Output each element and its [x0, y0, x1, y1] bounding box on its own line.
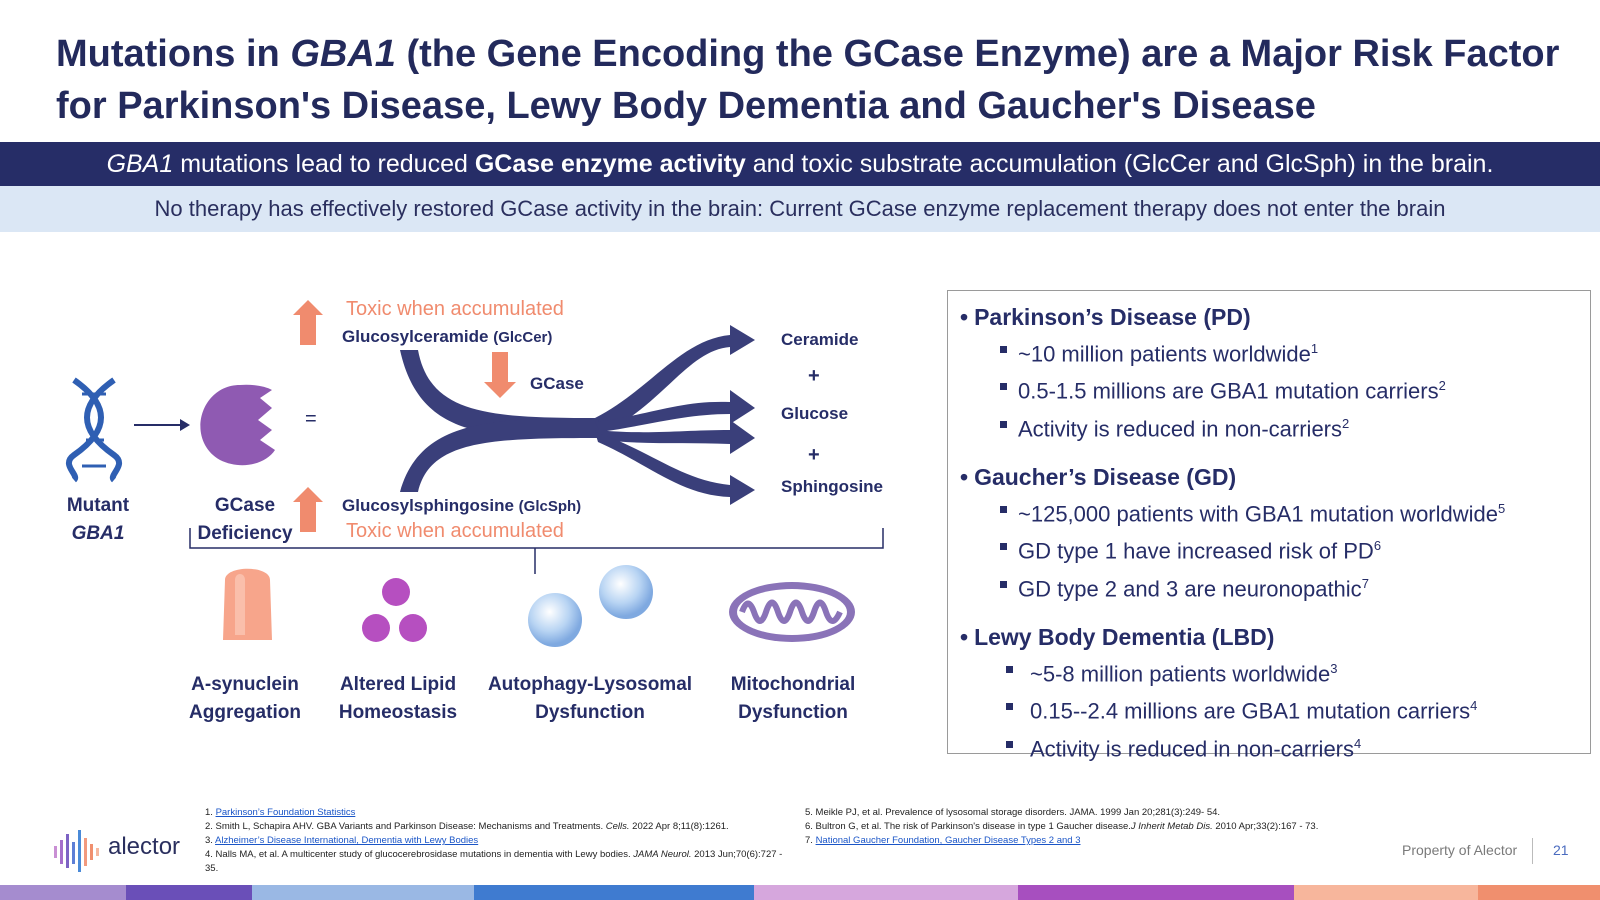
product-plus-1: + — [808, 365, 820, 387]
reference-link-3[interactable]: Alzheimer’s Disease International, Demen… — [215, 835, 479, 846]
synuclein-aggregate-icon — [223, 568, 272, 640]
references-left: 1. Parkinson’s Foundation Statistics 2. … — [205, 807, 783, 874]
gcase-deficiency-label: GCase Deficiency — [197, 495, 293, 544]
mutant-gene-label: Mutant GBA1 — [66, 495, 130, 544]
disease-section-lbd: •Lewy Body Dementia (LBD) ~5-8 million p… — [960, 621, 1578, 765]
glucosylsphingosine-label: Glucosylsphingosine (GlcSph) — [342, 496, 582, 515]
list-item: Activity is reduced in non-carriers4 — [960, 728, 1578, 765]
pathway-graphics — [65, 300, 884, 647]
mitochondria-icon — [729, 582, 855, 642]
list-item: GD type 1 have increased risk of PD6 — [960, 530, 1578, 567]
list-item: ~10 million patients worldwide1 — [960, 333, 1578, 370]
color-bar-segment — [252, 885, 474, 900]
glucosylceramide-label: Glucosylceramide (GlcCer) — [342, 327, 553, 346]
reference-link-7[interactable]: National Gaucher Foundation, Gaucher Dis… — [815, 835, 1081, 846]
list-item: Activity is reduced in non-carriers2 — [960, 408, 1578, 445]
equals-sign: = — [305, 408, 317, 430]
toxic-label-top: Toxic when accumulated — [346, 298, 564, 320]
toxic-label-bottom: Toxic when accumulated — [346, 520, 564, 542]
gcase-pathway-diagram: Mutant GBA1 GCase Deficiency = Toxic whe… — [40, 290, 920, 740]
lysosome-icon — [528, 565, 653, 647]
alector-logo-icon — [54, 830, 99, 872]
product-plus-2: + — [808, 444, 820, 466]
lipid-droplet-icon — [362, 578, 427, 642]
list-item: ~125,000 patients with GBA1 mutation wor… — [960, 493, 1578, 530]
increase-arrow-icon — [293, 300, 323, 532]
references-right: 5. Meikle PJ, et al. Prevalence of lysos… — [805, 807, 1319, 846]
color-bar-segment — [754, 885, 1018, 900]
footer-divider — [1532, 838, 1533, 864]
arrow-right-icon — [134, 419, 190, 431]
list-item: GD type 2 and 3 are neuronopathic7 — [960, 568, 1578, 605]
disease-section-pd: •Parkinson’s Disease (PD) ~10 million pa… — [960, 301, 1578, 445]
product-glucose: Glucose — [781, 404, 849, 423]
color-bar-segment — [0, 885, 126, 900]
slide-title: Mutations in GBA1 (the Gene Encoding the… — [56, 33, 1560, 127]
disease-section-gd: •Gaucher’s Disease (GD) ~125,000 patient… — [960, 461, 1578, 605]
color-bar-segment — [1478, 885, 1600, 900]
dna-icon — [65, 377, 123, 483]
color-bar-segment — [126, 885, 252, 900]
product-ceramide: Ceramide — [781, 330, 859, 349]
product-sphingosine: Sphingosine — [781, 477, 883, 496]
gcase-enzyme-icon — [200, 384, 275, 466]
disease-heading: Gaucher’s Disease (GD) — [974, 463, 1237, 490]
disease-heading: Parkinson’s Disease (PD) — [974, 304, 1251, 330]
disease-heading: Lewy Body Dementia (LBD) — [974, 623, 1275, 650]
key-message-banner: GBA1 mutations lead to reduced GCase enz… — [0, 142, 1600, 186]
property-notice: Property of Alector — [1402, 842, 1518, 858]
decrease-arrow-icon — [484, 352, 516, 398]
alector-logo-text: alector — [108, 833, 181, 860]
gcase-enzyme-label: GCase — [530, 374, 584, 393]
page-number: 21 — [1553, 842, 1569, 858]
list-item: ~5-8 million patients worldwide3 — [960, 653, 1578, 690]
disease-summary-box: •Parkinson’s Disease (PD) ~10 million pa… — [947, 290, 1591, 761]
list-item: 0.5-1.5 millions are GBA1 mutation carri… — [960, 370, 1578, 407]
list-item: 0.15--2.4 millions are GBA1 mutation car… — [960, 690, 1578, 727]
reference-link-1[interactable]: Parkinson’s Foundation Statistics — [215, 807, 356, 818]
consequence-bracket — [189, 528, 884, 574]
secondary-message-banner: No therapy has effectively restored GCas… — [0, 186, 1600, 232]
substrate-pathway-arrows — [400, 325, 755, 505]
color-bar-segment — [1294, 885, 1478, 900]
color-bar-segment — [474, 885, 754, 900]
color-bar-segment — [1018, 885, 1294, 900]
